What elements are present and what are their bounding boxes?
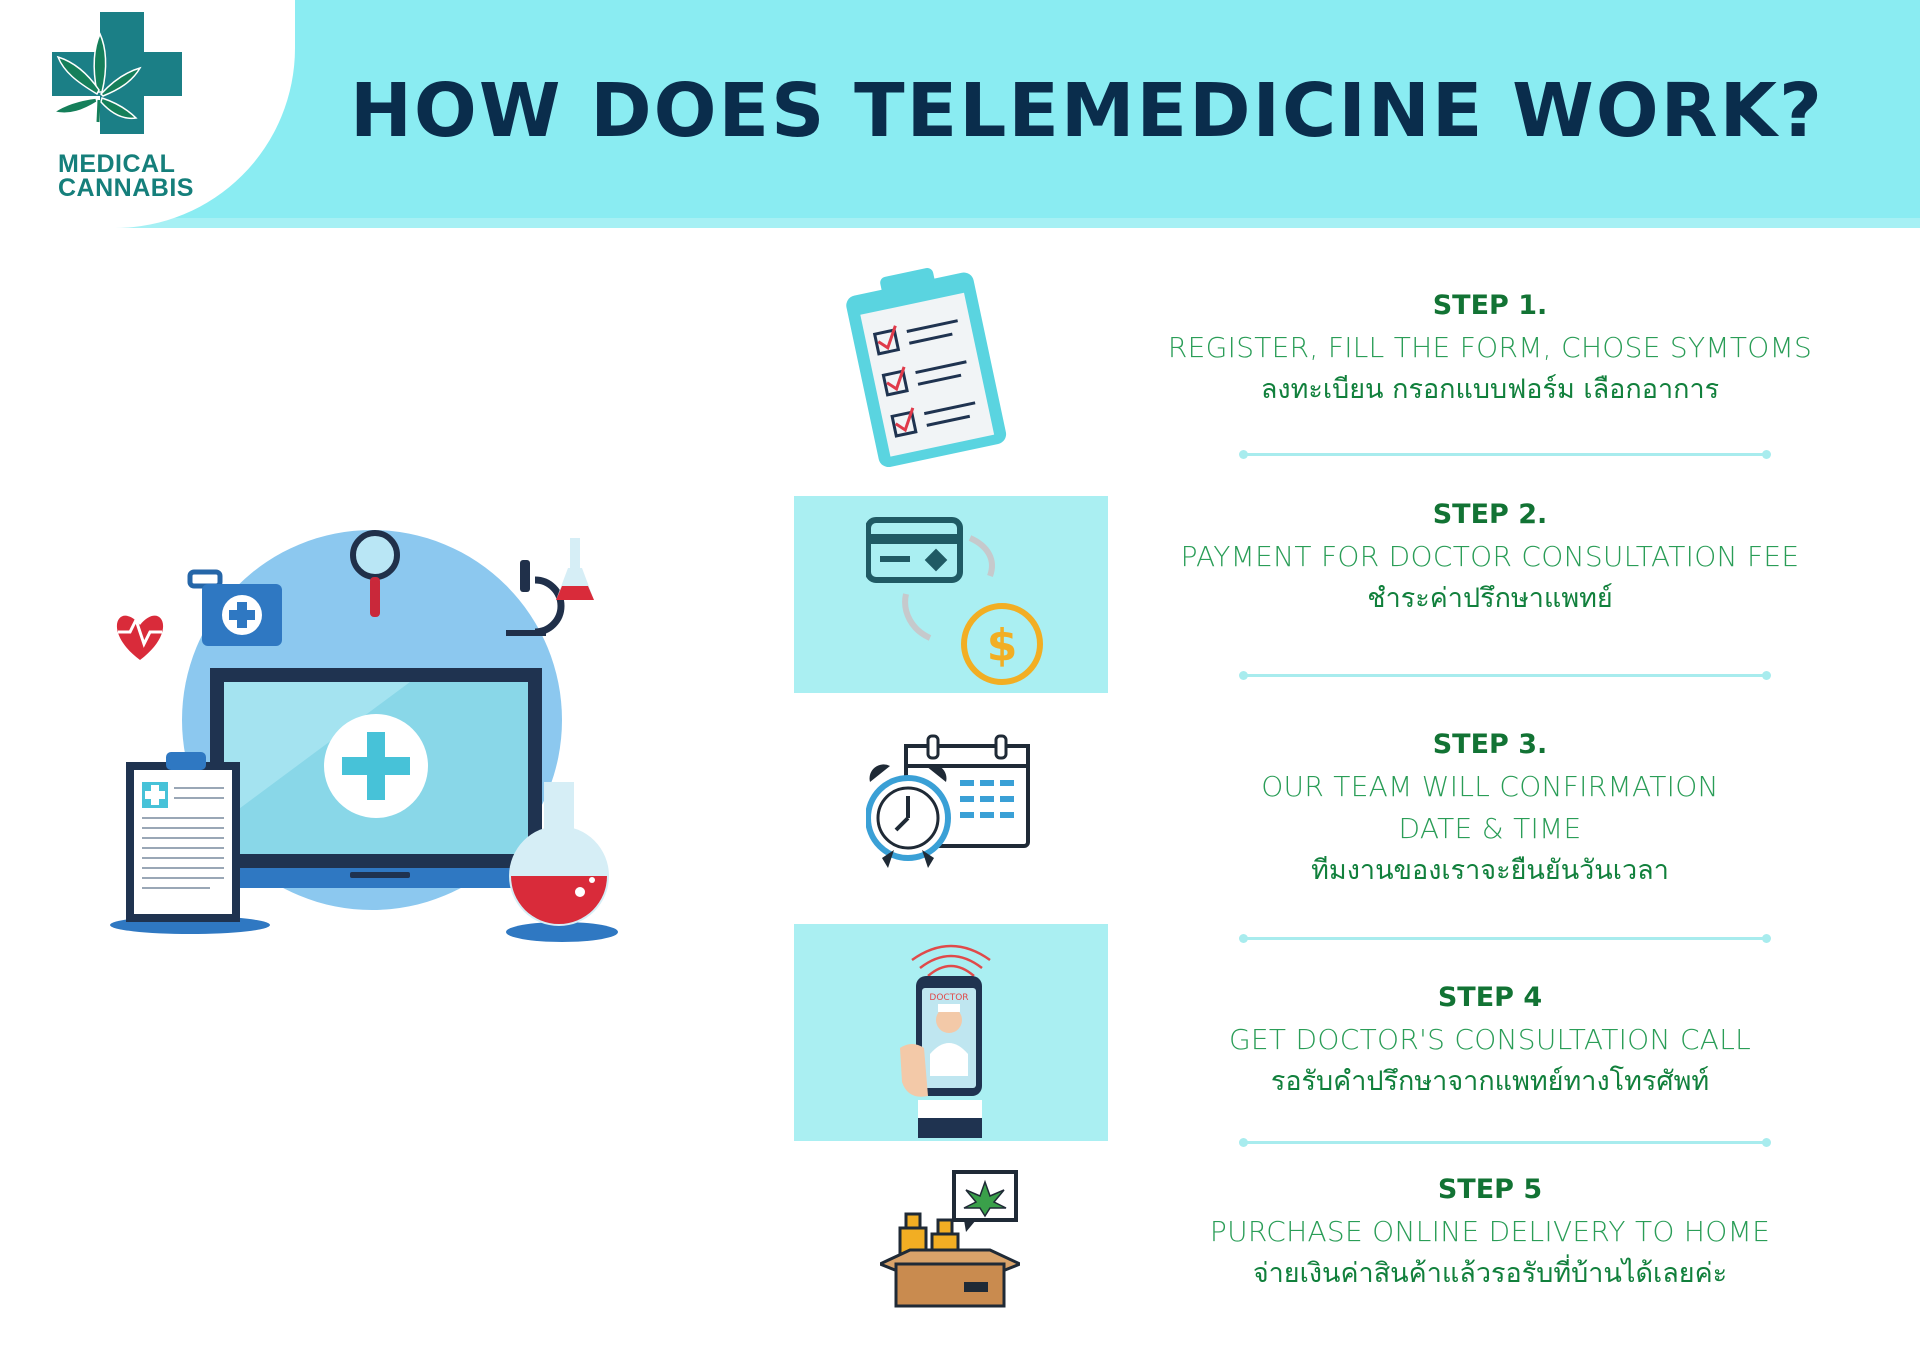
step-3-english-line-2: DATE & TIME: [1398, 812, 1582, 845]
calendar-clock-icon: [866, 734, 1030, 868]
step-2-label: STEP 2.: [1432, 499, 1548, 530]
card-payment-icon: $: [866, 517, 1043, 685]
step-divider: [1239, 934, 1771, 943]
microscope-icon: [506, 560, 565, 636]
doctor-phone-icon: DOCTOR: [900, 944, 991, 1138]
step-4-thai: รอรับคำปรึกษาจากแพทย์ทางโทรศัพท์: [1270, 1066, 1710, 1097]
step-divider: [1239, 1138, 1771, 1147]
header-banner: [0, 0, 1920, 228]
laptop-icon: [180, 668, 572, 888]
step-3-english-line-1: OUR TEAM WILL CONFIRMATION: [1261, 770, 1719, 803]
medical-cannabis-logo-icon: [52, 12, 182, 134]
logo-line-2: CANNABIS: [58, 174, 194, 202]
magnifier-icon: [350, 530, 400, 617]
step-divider: [1239, 671, 1771, 680]
step-divider: [1239, 450, 1771, 459]
step-5: STEP 5 PURCHASE ONLINE DELIVERY TO HOME …: [1140, 1169, 1840, 1295]
step-1-thai: ลงทะเบียน กรอกแบบฟอร์ม เลือกอาการ: [1260, 374, 1720, 405]
header-bottom-strip: [0, 218, 1920, 228]
round-flask-icon: [506, 782, 618, 942]
telemedicine-laptop-illustration-icon: [110, 530, 618, 942]
step-3-thai: ทีมงานของเราจะยืนยันวันเวลา: [1311, 855, 1669, 886]
step-4-label: STEP 4: [1437, 982, 1543, 1013]
page-title: HOW DOES TELEMEDICINE WORK?: [350, 68, 1824, 154]
step-2-icon-panel: [794, 496, 1108, 693]
small-flask-icon: [556, 538, 594, 600]
step-3: STEP 3. OUR TEAM WILL CONFIRMATION DATE …: [1140, 724, 1840, 892]
step-4-english: GET DOCTOR'S CONSULTATION CALL: [1228, 1023, 1752, 1056]
first-aid-kit-icon: [187, 569, 282, 646]
logo-line-1: MEDICAL: [58, 150, 176, 178]
step-5-english: PURCHASE ONLINE DELIVERY TO HOME: [1209, 1215, 1771, 1248]
clipboard-checklist-icon: [846, 267, 1007, 467]
svg-text:$: $: [987, 620, 1018, 671]
step-1-label: STEP 1.: [1432, 290, 1548, 321]
step-1-english: REGISTER, FILL THE FORM, CHOSE SYMTOMS: [1167, 331, 1813, 364]
clipboard-document-icon: [110, 752, 270, 934]
step-2-english: PAYMENT FOR DOCTOR CONSULTATION FEE: [1180, 540, 1800, 573]
step-2-thai: ชำระค่าปรึกษาแพทย์: [1367, 583, 1613, 614]
step-5-thai: จ่ายเงินค่าสินค้าแล้วรอรับที่บ้านได้เลยค…: [1252, 1258, 1728, 1289]
heart-icon: [116, 615, 164, 660]
logo-text: MEDICAL CANNABIS: [58, 150, 194, 202]
step-5-label: STEP 5: [1437, 1174, 1543, 1205]
delivery-box-icon: [880, 1170, 1020, 1308]
step-3-label: STEP 3.: [1432, 729, 1548, 760]
step-1: STEP 1. REGISTER, FILL THE FORM, CHOSE S…: [1140, 285, 1840, 411]
step-4: STEP 4 GET DOCTOR'S CONSULTATION CALL รอ…: [1140, 977, 1840, 1103]
step-2: STEP 2. PAYMENT FOR DOCTOR CONSULTATION …: [1140, 494, 1840, 620]
doctor-screen-label: DOCTOR: [929, 993, 968, 1003]
